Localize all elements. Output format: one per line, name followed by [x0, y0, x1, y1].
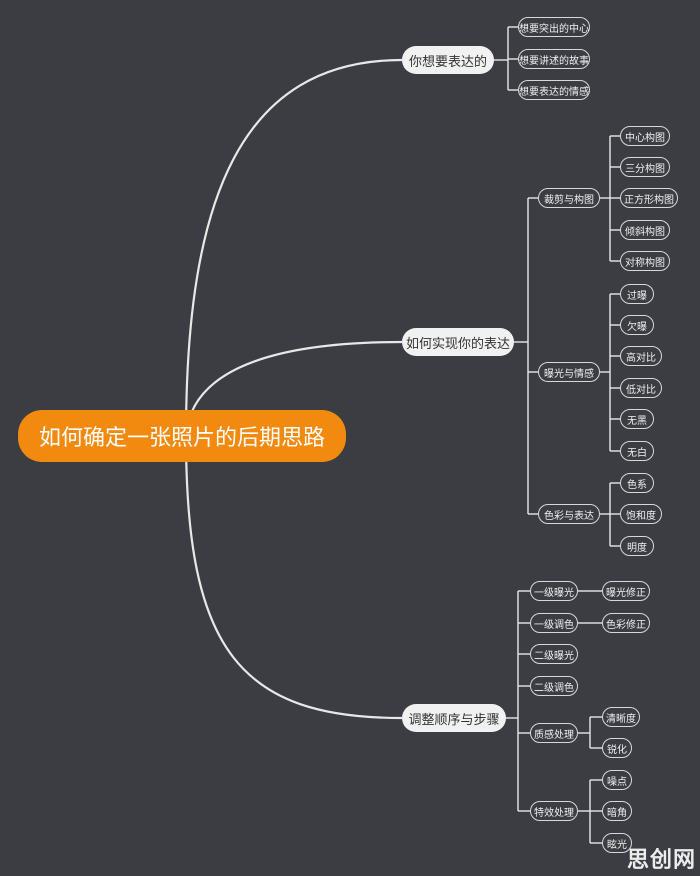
leaf-node-2-2-6[interactable]: 无白	[620, 441, 654, 461]
sub-node-2-2[interactable]: 曝光与情感	[538, 362, 600, 382]
sub-node-3-4[interactable]: 二级调色	[530, 676, 578, 696]
leaf-node-1-3[interactable]: 想要表达的情感	[518, 80, 590, 100]
leaf-node-1-1[interactable]: 想要突出的中心	[518, 17, 590, 37]
leaf-node-3-6-1[interactable]: 噪点	[602, 770, 632, 790]
leaf-node-2-2-1[interactable]: 过曝	[620, 284, 654, 304]
leaf-node-3-2-1[interactable]: 色彩修正	[602, 613, 650, 633]
sub-node-3-3[interactable]: 二级曝光	[530, 644, 578, 664]
leaf-node-2-3-2[interactable]: 饱和度	[620, 504, 662, 524]
leaf-node-2-2-4[interactable]: 低对比	[620, 378, 662, 398]
leaf-node-2-2-3[interactable]: 高对比	[620, 346, 662, 366]
leaf-node-3-6-3[interactable]: 眩光	[602, 833, 632, 853]
leaf-node-2-3-3[interactable]: 明度	[620, 536, 654, 556]
leaf-node-3-6-2[interactable]: 暗角	[602, 801, 632, 821]
leaf-node-2-1-2[interactable]: 三分构图	[620, 157, 670, 177]
leaf-node-1-2[interactable]: 想要讲述的故事	[518, 49, 590, 69]
branch-node-1[interactable]: 你想要表达的	[402, 46, 494, 74]
leaf-node-2-1-5[interactable]: 对称构图	[620, 251, 670, 271]
watermark-logo: 思创网	[626, 848, 696, 873]
leaf-node-2-1-1[interactable]: 中心构图	[620, 126, 670, 146]
leaf-node-2-2-5[interactable]: 无黑	[620, 409, 654, 429]
leaf-node-2-1-3[interactable]: 正方形构图	[620, 188, 678, 208]
leaf-node-2-2-2[interactable]: 欠曝	[620, 315, 654, 335]
sub-node-3-2[interactable]: 一级调色	[530, 613, 578, 633]
sub-node-3-1[interactable]: 一级曝光	[530, 581, 578, 601]
sub-node-2-3[interactable]: 色彩与表达	[538, 504, 600, 524]
connector-root-branch-1	[184, 58, 403, 437]
branch-node-3[interactable]: 调整顺序与步骤	[402, 704, 506, 732]
sub-node-2-1[interactable]: 裁剪与构图	[538, 188, 600, 208]
leaf-node-3-5-2[interactable]: 锐化	[602, 738, 632, 758]
branch-node-2[interactable]: 如何实现你的表达	[402, 328, 514, 356]
leaf-node-2-1-4[interactable]: 倾斜构图	[620, 220, 670, 240]
connector-root-branch-3	[184, 435, 403, 720]
sub-node-3-5[interactable]: 质感处理	[530, 723, 578, 743]
leaf-node-3-1-1[interactable]: 曝光修正	[602, 581, 650, 601]
root-node[interactable]: 如何确定一张照片的后期思路	[18, 410, 346, 462]
sub-node-3-6[interactable]: 特效处理	[530, 801, 578, 821]
leaf-node-2-3-1[interactable]: 色系	[620, 473, 654, 493]
leaf-node-3-5-1[interactable]: 清晰度	[602, 707, 640, 727]
